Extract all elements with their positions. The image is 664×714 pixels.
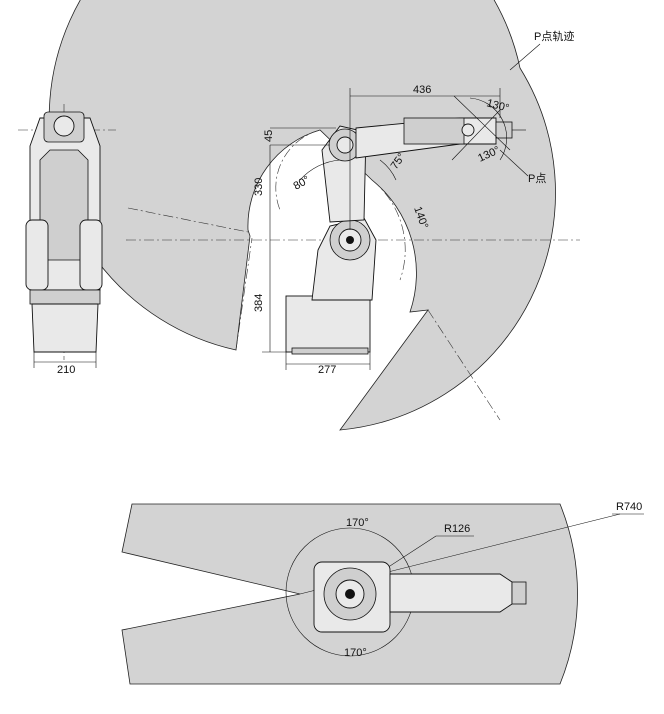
top-angle-bottom-label: 170° — [344, 647, 367, 659]
wrist-angle-ray-a — [453, 95, 511, 151]
side-workspace-area — [48, 0, 580, 431]
front-base — [31, 303, 99, 353]
front-motor-right — [79, 219, 103, 291]
dim-lower-label: 384 — [253, 294, 265, 312]
front-motor-left — [25, 219, 49, 291]
shoulder-joint-center — [346, 236, 354, 244]
top-flange — [511, 581, 527, 605]
front-wrist-joint — [53, 115, 75, 137]
dim-base-label: 277 — [318, 364, 336, 376]
angle-arm-arc — [379, 159, 397, 181]
wrist-angle-arc — [469, 97, 507, 161]
angle-upper-arc — [299, 159, 341, 181]
end-flange — [495, 121, 513, 139]
wrist-angle-ray-b — [451, 109, 501, 161]
side-robot — [285, 95, 526, 355]
top-arm — [389, 573, 513, 613]
point-label: P点 — [528, 172, 546, 185]
side-dimensions — [262, 43, 541, 370]
top-radius-inner-label: R126 — [444, 523, 470, 535]
inner-arc-2 — [371, 179, 406, 281]
wrist-joint — [461, 123, 475, 137]
elbow-joint-inner — [336, 136, 354, 154]
top-radius-outer-label: R740 — [616, 501, 642, 513]
boundary-line-a — [127, 207, 249, 233]
path-label: P点轨迹 — [534, 29, 574, 43]
boundary-line-b — [235, 237, 253, 351]
top-view: 170° 170° R126 R740 — [121, 501, 644, 685]
dim-upper-label: 330 — [253, 178, 265, 196]
inner-arc — [275, 129, 321, 211]
point-leader — [499, 149, 529, 177]
angle-upper-label: 80° — [292, 174, 312, 193]
top-angle-top-label: 170° — [346, 517, 369, 529]
front-dim-label: 210 — [57, 364, 75, 376]
robot-base — [285, 295, 371, 353]
boundary-line-c — [427, 309, 501, 421]
robot-base-foot — [291, 347, 369, 355]
top-turret-center — [345, 589, 355, 599]
angle-wrist-a-label: 130° — [485, 97, 510, 114]
dim-reach-label: 436 — [413, 84, 431, 96]
path-leader — [509, 43, 541, 71]
forearm-housing — [403, 117, 465, 145]
front-turret — [29, 289, 101, 305]
front-view: 210 — [18, 104, 116, 376]
dim-offset-label: 45 — [263, 130, 275, 142]
side-workspace-fill — [48, 0, 556, 431]
